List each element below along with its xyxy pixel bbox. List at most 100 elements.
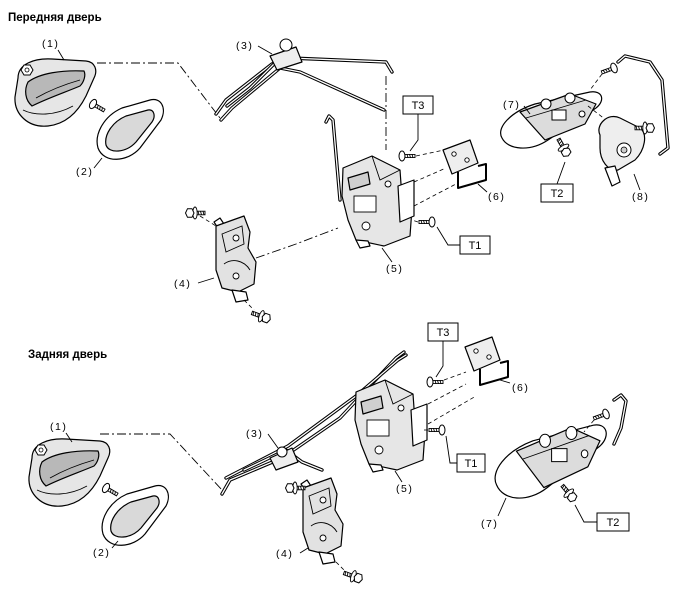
front-door-title: Передняя дверь xyxy=(8,12,102,24)
rear-leader-3 xyxy=(267,433,279,449)
front-latch-striker-line xyxy=(413,183,457,207)
rear-actuator-bolt-bottom xyxy=(341,566,365,586)
rear-leader-6 xyxy=(499,379,511,384)
rear-lock-actuator xyxy=(300,477,344,565)
rear-label-2: (2) xyxy=(93,547,110,559)
front-door-latch xyxy=(341,155,415,249)
front-label-4: (4) xyxy=(174,278,191,290)
front-handle-screw xyxy=(87,97,108,116)
front-label-7: (7) xyxy=(503,99,520,111)
rear-latch-striker-line xyxy=(427,383,467,405)
front-assembly-line-actuator-latch xyxy=(255,227,339,259)
rod-core xyxy=(226,59,279,107)
front-leader-3 xyxy=(257,45,273,55)
front-outer-handle-rod xyxy=(616,54,670,156)
rear-escutcheon xyxy=(101,484,169,546)
front-outer-handle-screw xyxy=(599,61,620,78)
rear-door-section: Задняя дверь (1) (2) (3) (5) xyxy=(28,322,630,586)
rear-label-6: (6) xyxy=(512,382,529,394)
rear-bolt-line xyxy=(335,561,347,573)
front-handle-nut xyxy=(20,64,34,76)
front-lock-rods xyxy=(214,38,394,122)
rear-outer-handle-bolt xyxy=(557,481,580,505)
rod-core xyxy=(221,351,405,495)
rear-leader-t2 xyxy=(574,504,597,523)
rear-label-7: (7) xyxy=(481,518,498,530)
rear-leader-7 xyxy=(497,497,507,517)
rear-leader-t3 xyxy=(435,341,444,378)
key-slot xyxy=(620,146,628,154)
rear-label-5: (5) xyxy=(396,483,413,495)
front-latch-striker-line xyxy=(413,167,447,183)
rod-core xyxy=(220,67,385,121)
rear-outer-handle-rod xyxy=(612,393,628,446)
rear-leader-t1 xyxy=(445,435,457,464)
rear-handle-screw xyxy=(100,481,121,500)
front-leader-t1 xyxy=(436,226,460,246)
nut-hole xyxy=(24,67,30,73)
front-latch-screw xyxy=(418,216,436,228)
key-cylinder-lever xyxy=(604,165,621,187)
rear-door-title: Задняя дверь xyxy=(28,349,107,361)
front-outer-handle-bolt xyxy=(552,135,574,160)
rear-door-striker xyxy=(464,336,509,386)
rear-label-3: (3) xyxy=(246,428,263,440)
rear-door-latch xyxy=(354,379,428,473)
rear-label-1: (1) xyxy=(50,421,67,433)
front-screw-line xyxy=(415,149,445,157)
front-label-3: (3) xyxy=(236,40,253,52)
rod-core xyxy=(325,115,341,201)
rear-handle-nut xyxy=(34,444,48,456)
rear-leader-4 xyxy=(299,547,309,554)
front-label-1: (1) xyxy=(42,38,59,50)
front-bolt-line xyxy=(243,299,255,311)
front-leader-8 xyxy=(633,173,641,191)
front-torque-t3: T3 xyxy=(412,100,425,112)
front-key-cylinder xyxy=(598,115,646,187)
rear-screw-line xyxy=(583,419,595,433)
rod-clip-ring xyxy=(276,446,288,458)
front-label-8: (8) xyxy=(632,191,649,203)
rear-outer-handle-screw xyxy=(591,407,612,424)
front-leader-2 xyxy=(93,157,103,169)
front-latch-wire xyxy=(324,114,342,202)
rear-torque-t3: T3 xyxy=(437,327,450,339)
front-leader-6 xyxy=(477,183,488,193)
rear-striker-screw xyxy=(426,376,444,388)
rod-core xyxy=(613,394,627,445)
rear-torque-t2: T2 xyxy=(607,517,620,529)
front-label-6: (6) xyxy=(488,191,505,203)
rod-outline xyxy=(612,393,628,446)
rear-torque-t1: T1 xyxy=(465,458,478,470)
front-leader-1 xyxy=(57,49,65,61)
rear-leader-5 xyxy=(394,470,403,483)
rod-core xyxy=(617,55,669,155)
front-leader-5 xyxy=(381,247,393,263)
front-screw-line xyxy=(411,219,419,223)
rear-leader-2 xyxy=(111,540,119,549)
rod-outline xyxy=(214,56,394,116)
rear-latch-screw xyxy=(428,424,446,436)
rear-leader-1 xyxy=(65,432,73,443)
front-leader-4 xyxy=(197,277,215,284)
front-escutcheon xyxy=(96,98,164,160)
front-leader-t2 xyxy=(556,161,566,185)
rear-assembly-line-handle-rod xyxy=(100,433,223,491)
rear-screw-line xyxy=(443,371,467,381)
front-torque-t1: T1 xyxy=(469,240,482,252)
front-label-2: (2) xyxy=(76,166,93,178)
nut-hole xyxy=(38,447,44,453)
front-actuator-bolt-bottom xyxy=(249,306,273,326)
front-screw-line xyxy=(589,73,603,91)
rear-outer-handle xyxy=(494,424,608,499)
rod-outline xyxy=(219,66,386,122)
front-striker-screw xyxy=(398,150,416,162)
front-bolt-line xyxy=(199,215,217,227)
rear-latch-striker-line xyxy=(427,395,477,425)
front-leader-7 xyxy=(523,105,531,115)
rear-label-4: (4) xyxy=(276,548,293,560)
rod-outline xyxy=(324,114,342,202)
front-door-striker xyxy=(442,139,487,189)
front-label-5: (5) xyxy=(386,263,403,275)
